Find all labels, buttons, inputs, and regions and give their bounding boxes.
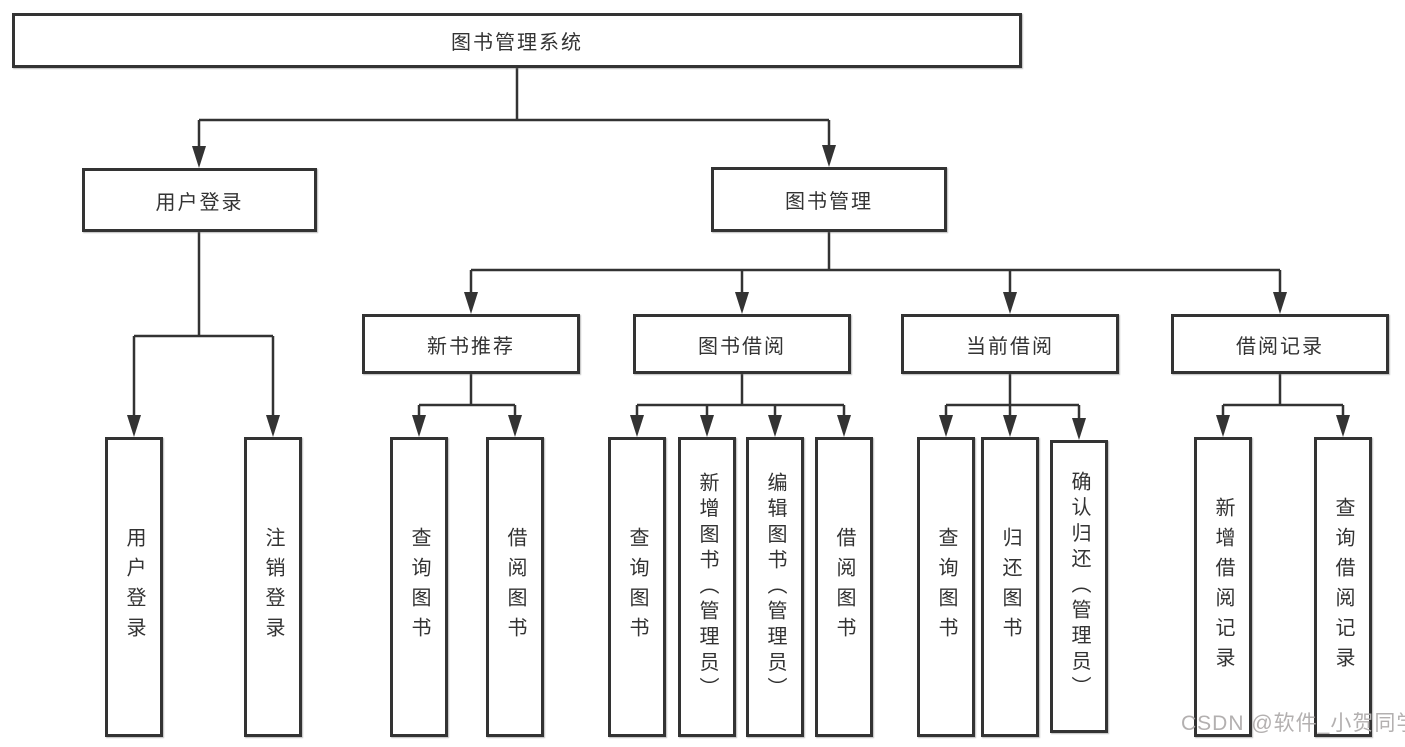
node-borrowing-records: 借阅记录: [1171, 314, 1389, 374]
node-label: 图书借阅: [698, 335, 786, 358]
node-borrow-books-recommend: 借阅图书: [486, 437, 544, 737]
node-confirm-return-admin: 确认归还（管理员）: [1050, 440, 1108, 733]
node-query-books-recommend: 查询图书: [390, 437, 448, 737]
node-label: 查询图书: [626, 527, 648, 647]
node-user-login: 用户登录: [82, 168, 317, 232]
node-logout-action: 注销登录: [244, 437, 302, 737]
node-label: 查询借阅记录: [1332, 497, 1354, 677]
node-query-borrow-record: 查询借阅记录: [1314, 437, 1372, 737]
node-add-books-admin: 新增图书（管理员）: [678, 437, 736, 737]
node-user-login-action: 用户登录: [105, 437, 163, 737]
node-return-books: 归还图书: [981, 437, 1039, 737]
node-current-borrowing: 当前借阅: [901, 314, 1119, 374]
node-label: 注销登录: [262, 527, 284, 647]
node-new-book-recommendation: 新书推荐: [362, 314, 580, 374]
node-label: 当前借阅: [966, 335, 1054, 358]
node-edit-books-admin: 编辑图书（管理员）: [746, 437, 804, 737]
node-label: 用户登录: [155, 191, 244, 214]
node-book-borrowing: 图书借阅: [633, 314, 851, 374]
node-add-borrow-record: 新增借阅记录: [1194, 437, 1252, 737]
node-label: 归还图书: [999, 527, 1021, 647]
node-borrow-books-action: 借阅图书: [815, 437, 873, 737]
node-label: 借阅记录: [1236, 335, 1324, 358]
node-library-management-system: 图书管理系统: [12, 13, 1022, 68]
node-query-books-current: 查询图书: [917, 437, 975, 737]
node-query-books-borrow: 查询图书: [608, 437, 666, 737]
csdn-watermark: CSDN @软件_小贺同学: [1181, 712, 1405, 735]
arrowheads: [127, 145, 1350, 440]
node-label: 借阅图书: [833, 527, 855, 647]
node-label: 图书管理系统: [451, 32, 583, 54]
node-label: 新书推荐: [427, 335, 515, 358]
node-label: 查询图书: [935, 527, 957, 647]
node-label: 查询图书: [408, 527, 430, 647]
node-label: 图书管理: [785, 191, 873, 213]
node-label: 确认归还（管理员）: [1068, 471, 1090, 702]
node-label: 用户登录: [123, 527, 145, 647]
node-label: 编辑图书（管理员）: [764, 471, 786, 703]
node-label: 借阅图书: [504, 527, 526, 647]
node-label: 新增借阅记录: [1212, 497, 1234, 677]
node-book-management: 图书管理: [711, 167, 947, 232]
node-label: 新增图书（管理员）: [696, 471, 718, 703]
